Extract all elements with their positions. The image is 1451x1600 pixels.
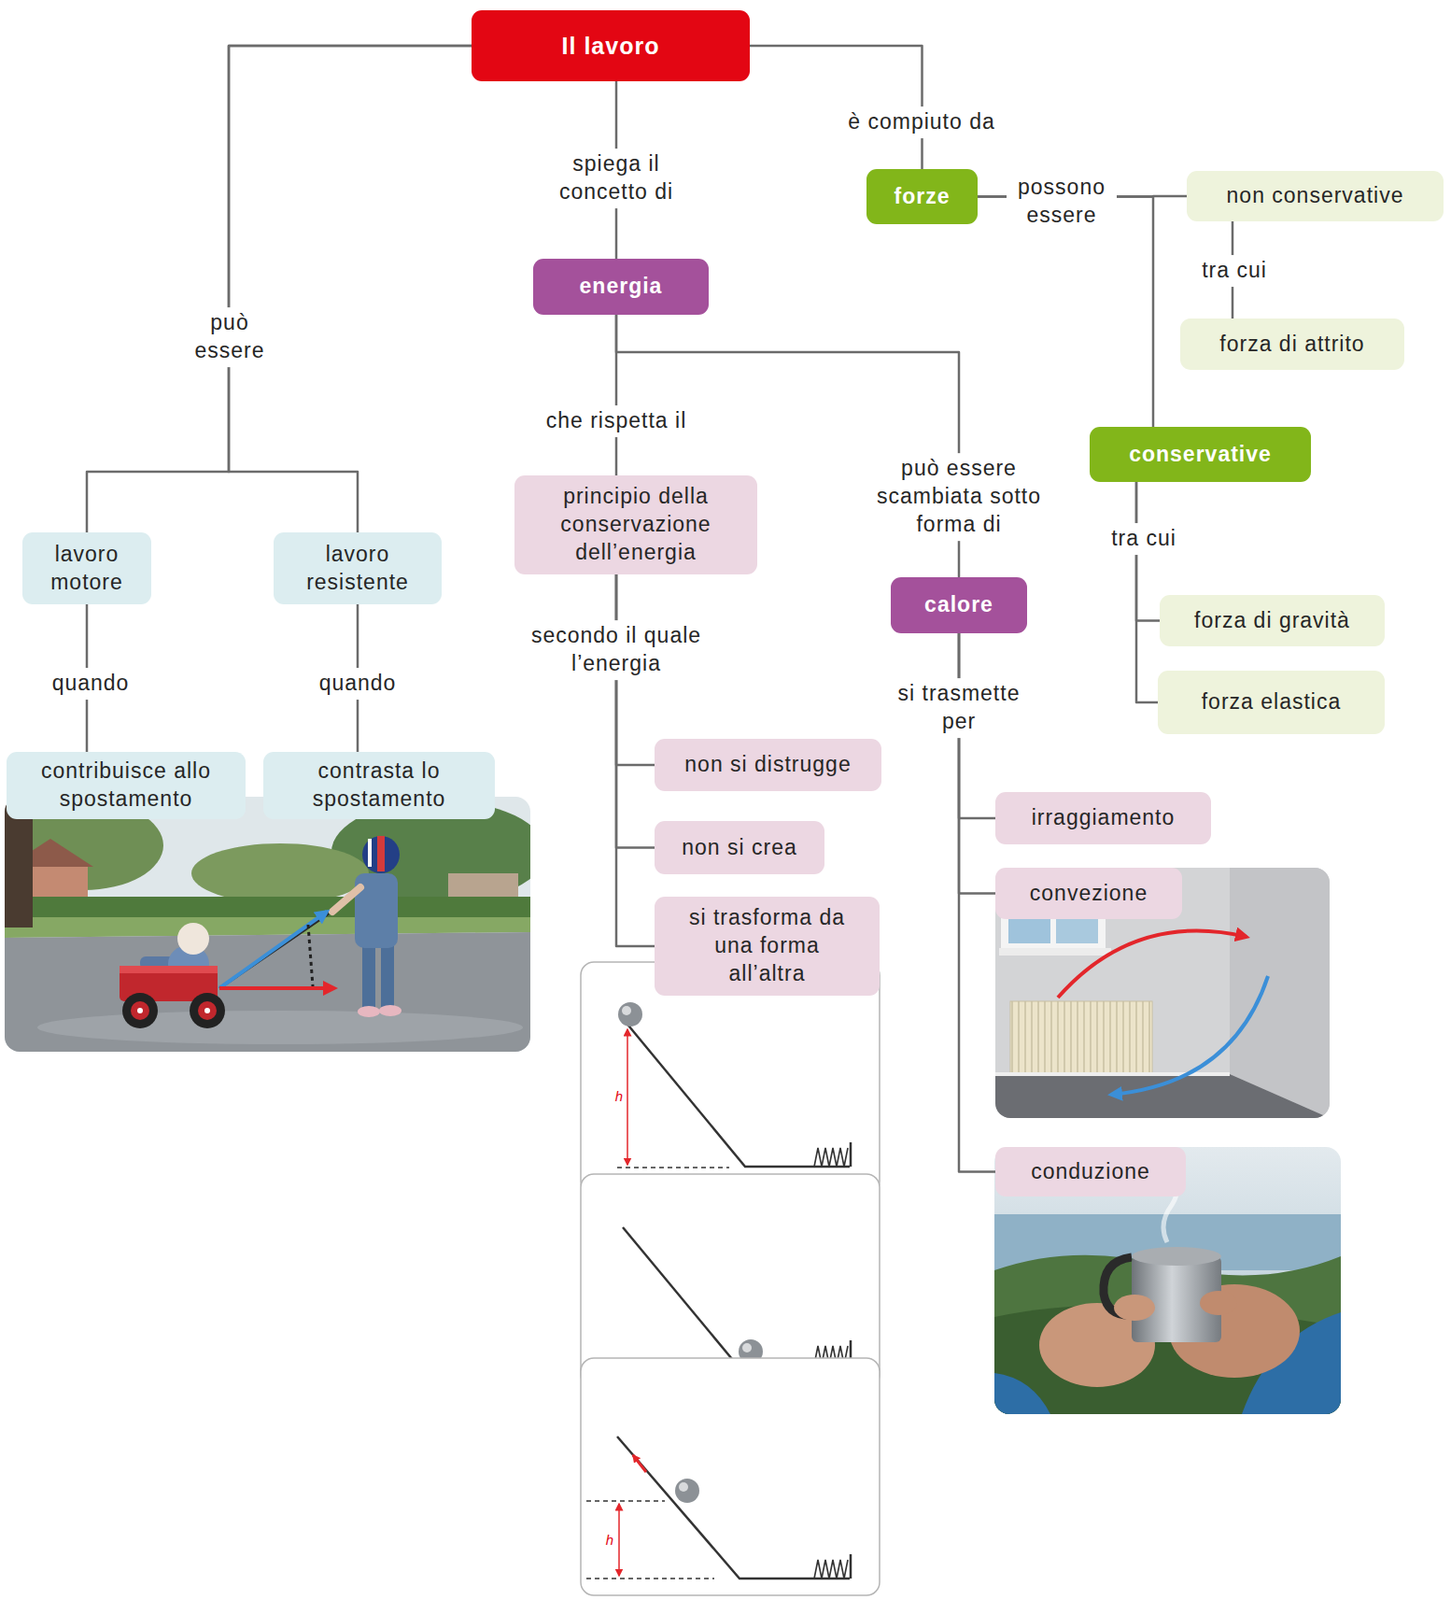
energy-box: energia xyxy=(533,258,709,315)
energy-detail-box: conduzione xyxy=(995,1146,1186,1197)
node-text: forza di attrito xyxy=(1219,330,1365,359)
force-detail-box: forza elastica xyxy=(1157,670,1385,734)
energy-box: calore xyxy=(890,577,1028,634)
link-label: spiega il concetto di xyxy=(539,148,693,209)
energy-detail-box: non si distrugge xyxy=(654,738,882,791)
energy-detail-box: convezione xyxy=(995,867,1183,919)
work-box: contribuisce allo spostamento xyxy=(6,751,246,819)
node-text: conduzione xyxy=(1030,1157,1151,1186)
connector-line xyxy=(1136,481,1158,703)
link-label: quando xyxy=(46,667,136,700)
link-label: che rispetta il xyxy=(540,405,693,437)
work-box: lavoro motore xyxy=(22,532,152,605)
force-detail-box: forza di attrito xyxy=(1180,318,1405,370)
link-label: possono essere xyxy=(1006,171,1117,232)
height-label: h xyxy=(615,1087,623,1104)
hands-mug-photo xyxy=(994,1146,1341,1414)
link-label: può essere scambiata sotto forma di xyxy=(865,452,1053,541)
energy-panel-bottom xyxy=(580,1357,880,1595)
node-text: si trasforma da una forma all’altra xyxy=(688,903,846,988)
room-convection-photo xyxy=(995,867,1330,1118)
node-text: convezione xyxy=(1029,879,1148,908)
node-text: forza di gravità xyxy=(1194,606,1351,635)
force-box: conservative xyxy=(1089,426,1311,482)
node-text: principio della conservazione dell’energ… xyxy=(525,482,747,567)
node-text: lavoro motore xyxy=(33,540,141,597)
energy-detail-box: non si crea xyxy=(654,820,825,874)
root-box: Il lavoro xyxy=(471,10,750,82)
link-label: tra cui xyxy=(1105,522,1183,555)
energy-panel-top xyxy=(580,961,880,1195)
connector-line xyxy=(228,45,472,533)
link-label: quando xyxy=(313,667,403,700)
force-detail-box: forza di gravità xyxy=(1159,594,1385,647)
node-text: irraggiamento xyxy=(1031,803,1176,832)
kids-wagon-photo xyxy=(4,796,531,1052)
connector-line xyxy=(958,633,996,894)
node-text: lavoro resistente xyxy=(284,540,431,597)
node-text: non si distrugge xyxy=(684,750,851,779)
node-text: non conservative xyxy=(1226,182,1405,211)
connector-line xyxy=(86,45,472,533)
energy-panel-middle xyxy=(580,1173,880,1388)
node-text: conservative xyxy=(1128,440,1272,469)
energy-detail-box: si trasforma da una forma all’altra xyxy=(654,896,880,996)
node-text: Il lavoro xyxy=(562,30,661,62)
link-label: si trasmette per xyxy=(881,677,1037,738)
link-label: tra cui xyxy=(1196,254,1273,287)
force-detail-box: non conservative xyxy=(1186,170,1444,222)
link-label: è compiuto da xyxy=(842,106,1001,139)
node-text: non si crea xyxy=(681,833,798,862)
energy-detail-box: principio della conservazione dell’energ… xyxy=(514,475,758,575)
height-label: h xyxy=(605,1531,614,1548)
node-text: contrasta lo spostamento xyxy=(274,757,484,814)
work-box: contrasta lo spostamento xyxy=(263,751,495,819)
node-text: forza elastica xyxy=(1201,688,1342,717)
node-text: energia xyxy=(579,272,663,301)
work-box: lavoro resistente xyxy=(273,532,442,605)
link-label: può essere xyxy=(184,307,275,367)
energy-detail-box: irraggiamento xyxy=(995,791,1212,845)
node-text: forze xyxy=(894,183,951,212)
link-label: secondo il quale l’energia xyxy=(522,619,710,680)
connector-line xyxy=(616,574,655,848)
force-box: forze xyxy=(866,169,978,225)
node-text: contribuisce allo spostamento xyxy=(17,757,235,814)
node-text: calore xyxy=(924,591,994,620)
